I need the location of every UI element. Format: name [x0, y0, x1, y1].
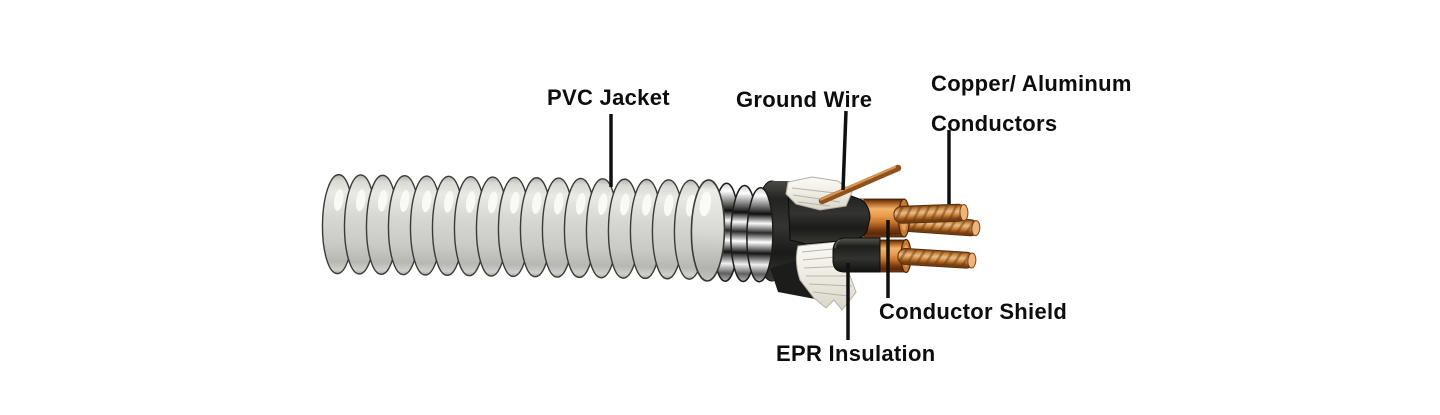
armored-jacket [321, 173, 774, 283]
epr-insulation [832, 237, 881, 273]
copper-strand-bottom [897, 247, 977, 269]
copper-strand-top [893, 203, 969, 224]
conductors-label: Copper/ Aluminum Conductors [931, 64, 1132, 144]
ground-wire-leader-line [841, 110, 848, 191]
conductors-label-line2: Conductors [931, 111, 1058, 136]
ground-wire [818, 164, 902, 205]
pvc-jacket-end-ring [690, 179, 726, 282]
cable-core-assembly [754, 164, 981, 311]
leader-lines [609, 110, 951, 340]
pvc-jacket-label: PVC Jacket [547, 85, 670, 110]
conductors-label-line1: Copper/ Aluminum [931, 71, 1132, 96]
filler-wrap-top [785, 176, 853, 211]
pvc-jacket-corrugation [321, 173, 707, 281]
epr-insulation-label: EPR Insulation [776, 341, 936, 366]
conductor-shield-label: Conductor Shield [879, 299, 1068, 324]
ground-wire-label: Ground Wire [736, 87, 873, 112]
